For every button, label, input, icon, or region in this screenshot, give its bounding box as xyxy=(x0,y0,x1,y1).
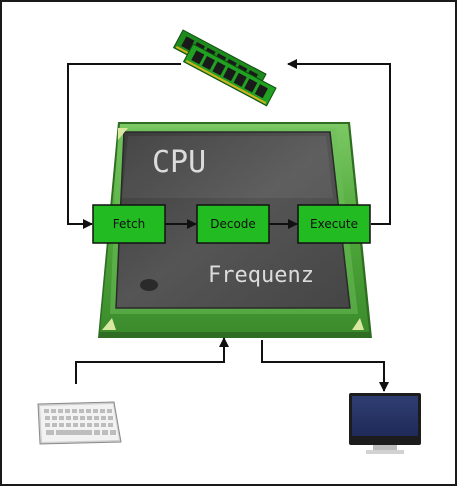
keyboard-icon xyxy=(37,401,122,445)
stage-decode-label: Decode xyxy=(210,217,256,231)
chip-corner-mark xyxy=(352,318,364,330)
chip-corner-mark xyxy=(118,128,128,140)
stage-execute: Execute xyxy=(297,204,371,244)
cpu-to-monitor-arrow xyxy=(261,340,389,392)
ram-to-fetch-arrow xyxy=(67,63,181,229)
ram-icon xyxy=(172,29,277,107)
stage-fetch-label: Fetch xyxy=(113,217,146,231)
monitor-icon xyxy=(349,393,421,454)
execute-to-ram-arrow xyxy=(287,59,391,225)
keyboard-to-cpu-arrow xyxy=(75,337,229,384)
stage-decode: Decode xyxy=(196,204,270,244)
stage-execute-label: Execute xyxy=(310,217,358,231)
chip-dot xyxy=(140,279,158,291)
chip-subtitle: Frequenz xyxy=(208,263,314,288)
chip-title: CPU xyxy=(152,145,206,180)
chip-corner-mark xyxy=(102,318,116,330)
stage-fetch: Fetch xyxy=(92,204,166,244)
